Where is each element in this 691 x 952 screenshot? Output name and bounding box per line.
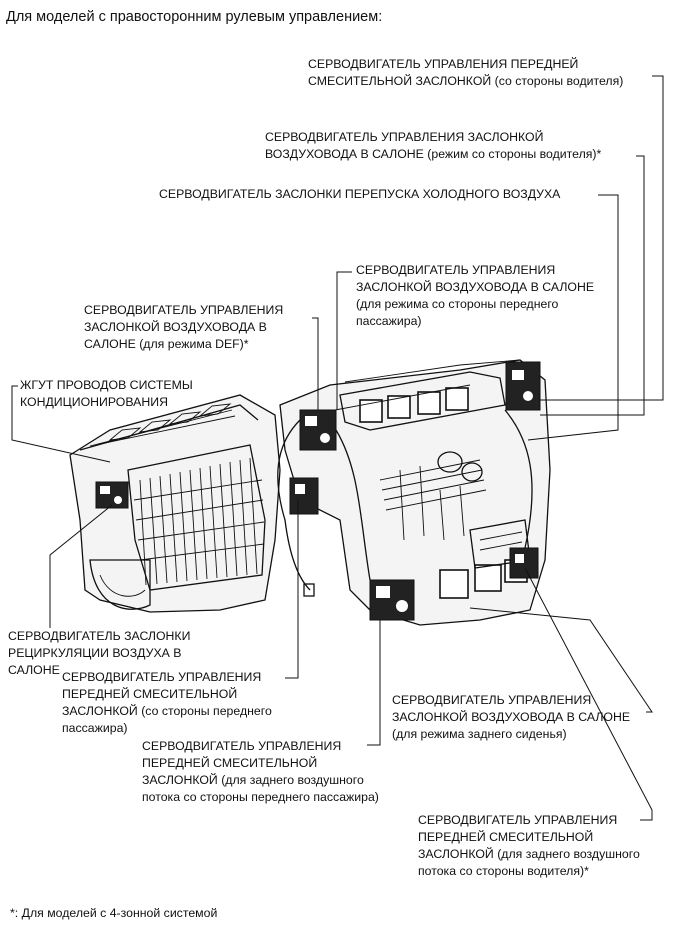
label-cold-bypass: СЕРВОДВИГАТЕЛЬ ЗАСЛОНКИ ПЕРЕПУСКА ХОЛОДН… [159, 187, 561, 201]
recirc-servo-motor [95, 481, 129, 509]
heater-case-drawing [277, 359, 551, 626]
blower-unit-drawing [69, 394, 281, 613]
label-front-mix-pass: СЕРВОДВИГАТЕЛЬ УПРАВЛЕНИЯ ПЕРЕДНЕЙ СМЕСИ… [62, 670, 272, 735]
label-rear-mix-driver: СЕРВОДВИГАТЕЛЬ УПРАВЛЕНИЯ ПЕРЕДНЕЙ СМЕСИ… [418, 813, 640, 878]
page-title: Для моделей с правосторонним рулевым упр… [6, 9, 383, 25]
label-recirc: СЕРВОДВИГАТЕЛЬ ЗАСЛОНКИ РЕЦИРКУЛЯЦИИ ВОЗ… [8, 629, 191, 677]
driver-side-servo-motors [505, 361, 541, 411]
leader-lines [11, 75, 664, 821]
front-mix-pass-servo-motor [289, 477, 319, 515]
label-front-mix-driver: СЕРВОДВИГАТЕЛЬ УПРАВЛЕНИЯ ПЕРЕДНЕЙ СМЕСИ… [308, 57, 624, 88]
label-duct-def: СЕРВОДВИГАТЕЛЬ УПРАВЛЕНИЯ ЗАСЛОНКОЙ ВОЗД… [84, 303, 284, 351]
label-duct-front-pass: СЕРВОДВИГАТЕЛЬ УПРАВЛЕНИЯ ЗАСЛОНКОЙ ВОЗД… [356, 263, 595, 328]
label-rear-mix-pass: СЕРВОДВИГАТЕЛЬ УПРАВЛЕНИЯ ПЕРЕДНЕЙ СМЕСИ… [142, 739, 379, 804]
label-duct-rear: СЕРВОДВИГАТЕЛЬ УПРАВЛЕНИЯ ЗАСЛОНКОЙ ВОЗД… [392, 693, 631, 741]
label-harness: ЖГУТ ПРОВОДОВ СИСТЕМЫ КОНДИЦИОНИРОВАНИЯ [20, 378, 193, 409]
label-duct-driver: СЕРВОДВИГАТЕЛЬ УПРАВЛЕНИЯ ЗАСЛОНКОЙ ВОЗД… [265, 130, 602, 161]
footnote: *: Для моделей с 4-зонной системой [10, 906, 218, 920]
